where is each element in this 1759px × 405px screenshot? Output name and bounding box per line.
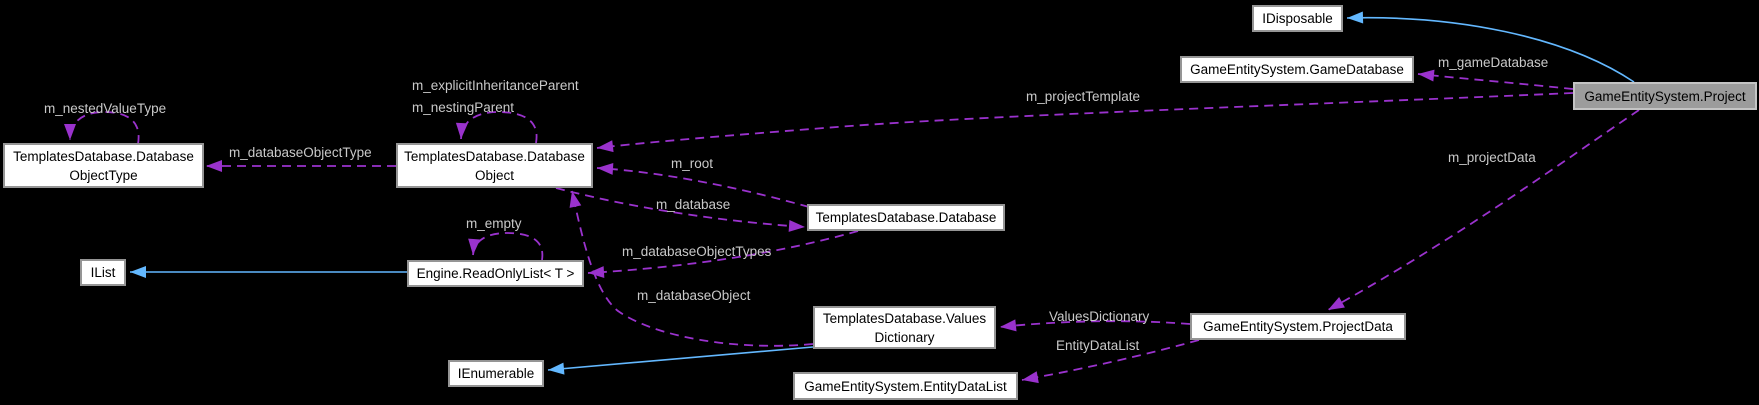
node-templatesdatabase-databaseobject[interactable]: TemplatesDatabase.Database Object	[396, 143, 593, 188]
node-gameentitysystem-entitydatalist[interactable]: GameEntitySystem.EntityDataList	[793, 372, 1018, 400]
node-ienumerable[interactable]: IEnumerable	[448, 360, 544, 387]
edge-label-m-database: m_database	[656, 197, 731, 212]
node-templatesdatabase-valuesdictionary[interactable]: TemplatesDatabase.Values Dictionary	[813, 306, 996, 349]
edge-m-databaseobject	[569, 190, 814, 347]
edge-m-nestedvaluetype-selfloop	[64, 111, 140, 145]
edge-label-m-root: m_root	[671, 156, 714, 171]
edge-label-m-empty: m_empty	[466, 216, 522, 231]
node-gameentitysystem-projectdata[interactable]: GameEntitySystem.ProjectData	[1190, 313, 1406, 340]
edge-label-m-gamedatabase: m_gameDatabase	[1438, 55, 1549, 70]
node-templatesdatabase-database[interactable]: TemplatesDatabase.Database	[807, 204, 1005, 231]
edge-label-valuesdictionary: ValuesDictionary	[1049, 309, 1150, 324]
node-ilist[interactable]: IList	[80, 259, 126, 286]
edge-m-empty-selfloop	[468, 232, 544, 261]
node-templatesdatabase-databaseobjecttype[interactable]: TemplatesDatabase.Database ObjectType	[3, 143, 204, 188]
edge-label-m-nestingparent: m_nestingParent	[412, 100, 515, 115]
edge-entitydatalist	[1021, 339, 1200, 384]
edge-label-m-projecttemplate: m_projectTemplate	[1026, 89, 1141, 104]
edge-m-projectdata	[1327, 109, 1640, 311]
edge-label-m-projectdata: m_projectData	[1448, 150, 1536, 165]
edge-m-gamedatabase	[1417, 69, 1574, 90]
edge-m-databaseobjecttypes	[587, 230, 859, 279]
edge-valuesdictionary-inherits-ienumerable	[547, 346, 814, 375]
edge-m-root	[596, 162, 810, 208]
node-idisposable[interactable]: IDisposable	[1252, 5, 1343, 32]
node-gameentitysystem-project-current: GameEntitySystem.Project	[1573, 82, 1757, 110]
edge-label-m-databaseobject: m_databaseObject	[637, 288, 751, 303]
edge-label-m-databaseobjecttype: m_databaseObjectType	[229, 145, 372, 160]
edge-label-m-explicitinheritanceparent: m_explicitInheritanceParent	[412, 78, 579, 93]
edge-valuesdictionary	[999, 319, 1191, 332]
node-engine-readonlylist[interactable]: Engine.ReadOnlyList< T >	[407, 260, 584, 287]
edge-project-inherits-idisposable	[1346, 11, 1635, 83]
edge-label-entitydatalist: EntityDataList	[1056, 338, 1140, 353]
edge-m-database	[555, 187, 806, 232]
edge-m-projecttemplate	[596, 92, 1574, 153]
edge-label-m-databaseobjecttypes: m_databaseObjectTypes	[622, 244, 772, 259]
edge-m-explicitinheritanceparent-selfloop	[455, 111, 538, 144]
edge-label-m-nestedvaluetype: m_nestedValueType	[44, 101, 167, 116]
node-gameentitysystem-gamedatabase[interactable]: GameEntitySystem.GameDatabase	[1180, 56, 1414, 83]
